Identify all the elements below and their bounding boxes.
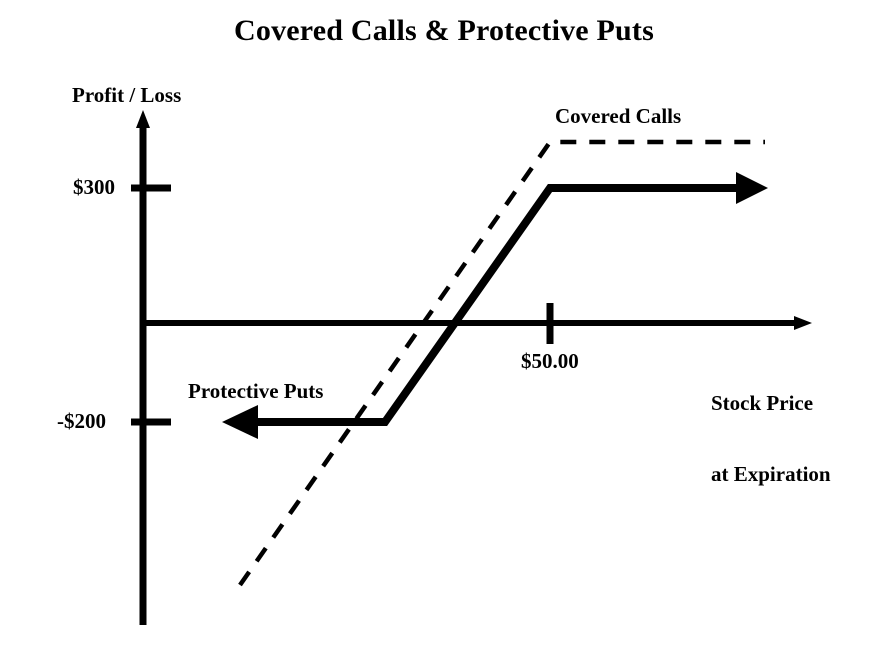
- x-axis-label: Stock Price at Expiration: [711, 345, 831, 533]
- protective-puts-left-arrowhead: [222, 405, 258, 439]
- x-axis: [143, 316, 812, 330]
- y-tick-label-neg200: -$200: [57, 409, 106, 433]
- y-axis-label: Profit / Loss: [72, 83, 182, 107]
- x-tick-label-strike-price: $50.00: [521, 349, 579, 373]
- series-line-protective-puts: [237, 184, 752, 426]
- series-label-protective-puts: Protective Puts: [188, 379, 324, 403]
- y-axis: [136, 110, 150, 625]
- x-axis-label-line2: at Expiration: [711, 461, 831, 486]
- y-axis-arrowhead: [136, 110, 150, 128]
- x-axis-arrowhead: [794, 316, 812, 330]
- protective-puts-right-arrowhead: [736, 172, 768, 204]
- x-axis-label-line1: Stock Price: [711, 391, 814, 416]
- y-tick-label-300: $300: [73, 175, 115, 199]
- chart-title: Covered Calls & Protective Puts: [234, 14, 654, 47]
- series-label-covered-calls: Covered Calls: [555, 104, 682, 128]
- series-line-covered-calls: [238, 139, 765, 587]
